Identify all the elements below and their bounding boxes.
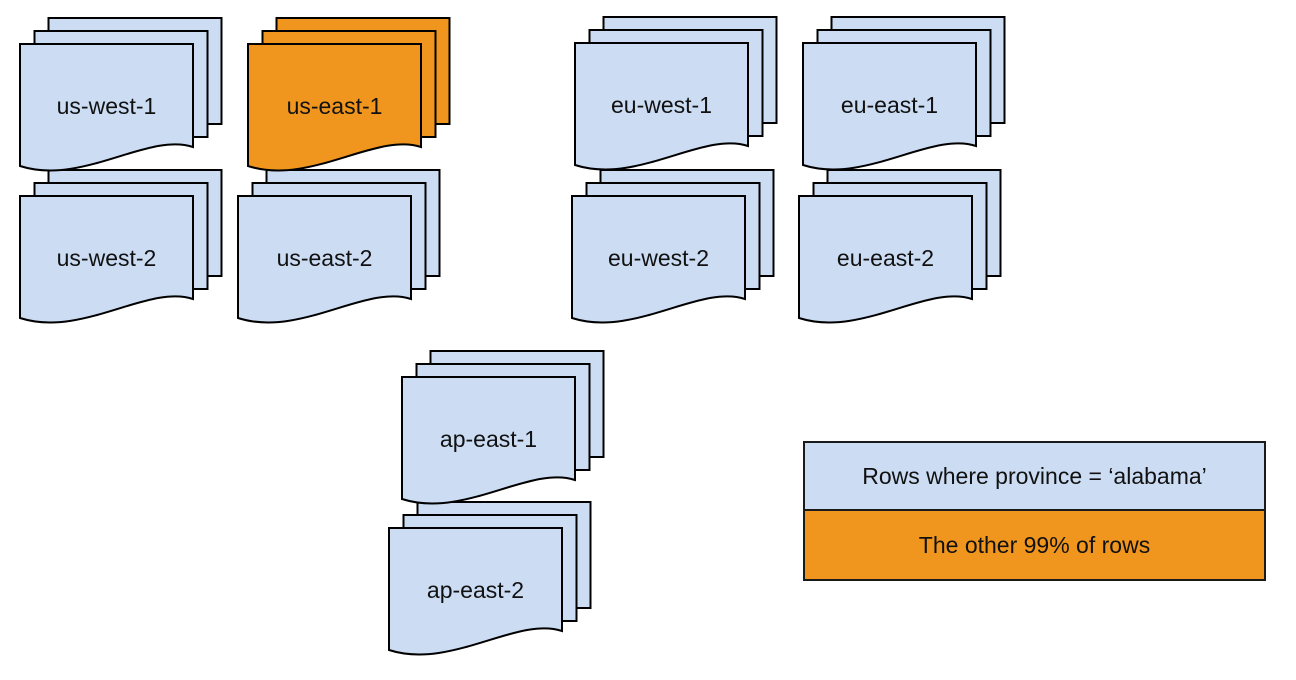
- region-label: us-west-1: [56, 92, 157, 119]
- document-stack-icon: [19, 169, 223, 324]
- region-label: eu-west-1: [611, 91, 712, 118]
- document-stack-icon: [802, 16, 1006, 171]
- doc-stack-us-west-2: us-west-2: [19, 169, 223, 327]
- document-stack-icon: [19, 17, 223, 172]
- region-label: us-east-1: [286, 92, 383, 119]
- doc-stack-ap-east-2: ap-east-2: [388, 501, 592, 659]
- doc-stack-eu-east-1: eu-east-1: [802, 16, 1006, 174]
- region-label: us-east-2: [276, 244, 373, 271]
- document-stack-icon: [571, 169, 775, 324]
- region-label: eu-east-1: [840, 91, 939, 118]
- legend-row-other-rows: The other 99% of rows: [805, 511, 1264, 579]
- legend: Rows where province = ‘alabama’ The othe…: [803, 441, 1266, 581]
- document-stack-icon: [247, 17, 451, 172]
- document-stack-icon: [237, 169, 441, 324]
- doc-stack-us-west-1: us-west-1: [19, 17, 223, 175]
- doc-stack-eu-west-1: eu-west-1: [574, 16, 778, 174]
- legend-label: Rows where province = ‘alabama’: [862, 462, 1207, 489]
- doc-stack-us-east-2: us-east-2: [237, 169, 441, 327]
- document-stack-icon: [798, 169, 1002, 324]
- document-stack-icon: [388, 501, 592, 656]
- document-stack-icon: [401, 350, 605, 505]
- region-label: eu-west-2: [608, 244, 709, 271]
- doc-stack-us-east-1: us-east-1: [247, 17, 451, 175]
- legend-row-alabama: Rows where province = ‘alabama’: [805, 443, 1264, 511]
- region-label: ap-east-1: [439, 425, 538, 452]
- region-label: us-west-2: [56, 244, 157, 271]
- doc-stack-ap-east-1: ap-east-1: [401, 350, 605, 508]
- region-label: ap-east-2: [426, 576, 525, 603]
- doc-stack-eu-west-2: eu-west-2: [571, 169, 775, 327]
- region-label: eu-east-2: [836, 244, 935, 271]
- legend-label: The other 99% of rows: [918, 531, 1151, 558]
- doc-stack-eu-east-2: eu-east-2: [798, 169, 1002, 327]
- document-stack-icon: [574, 16, 778, 171]
